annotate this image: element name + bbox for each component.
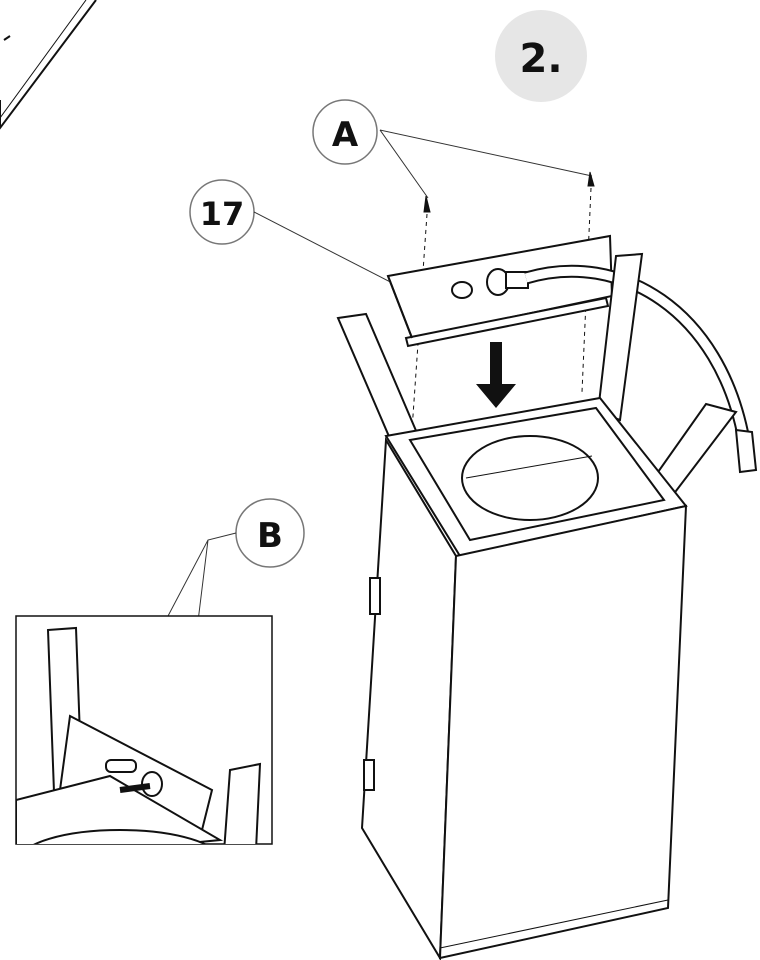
detail-inset [15, 615, 273, 845]
callout-17: 17 [189, 179, 403, 289]
step-number: 2. [519, 36, 562, 82]
down-arrow-icon [476, 342, 516, 408]
cabinet-body [360, 436, 688, 960]
callout-b-label: B [257, 516, 283, 556]
callout-17-label: 17 [200, 195, 245, 233]
step-badge: 2. [495, 10, 587, 102]
screws-a [411, 171, 595, 431]
cabinet-top-frame [336, 252, 738, 558]
callout-a-label: A [332, 115, 359, 155]
callout-b: B [107, 498, 305, 769]
callout-a: A [312, 99, 593, 199]
gas-hose [524, 264, 758, 474]
previous-step-fragment [0, 0, 97, 130]
